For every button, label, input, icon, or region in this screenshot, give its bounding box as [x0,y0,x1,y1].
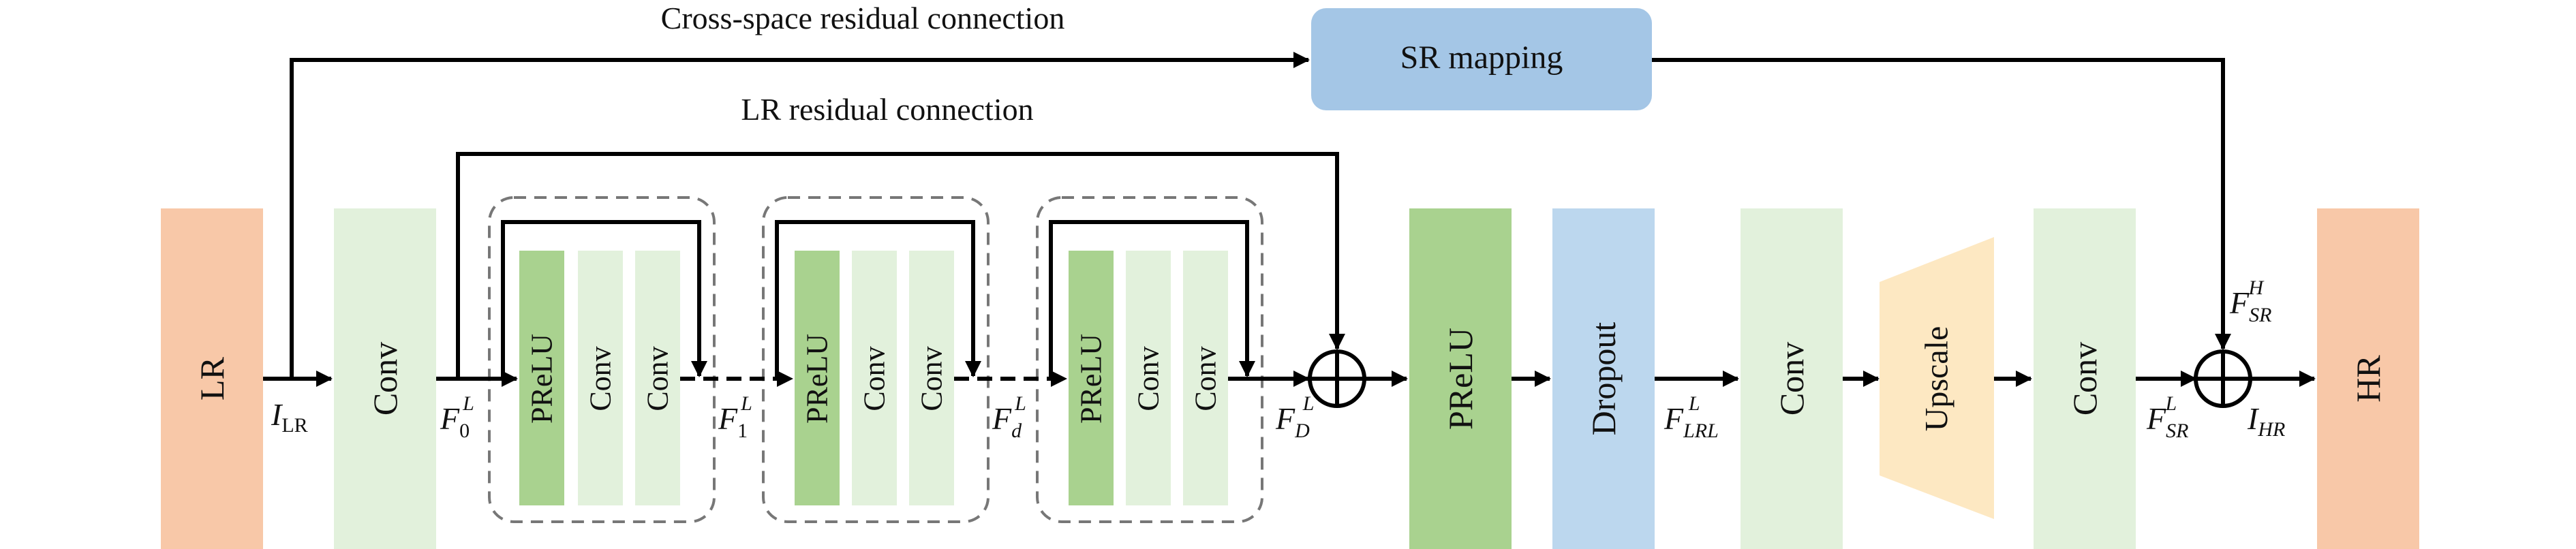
skip-loop-group-1 [501,220,707,379]
conv-label-pre-upscale: Conv [1773,342,1811,415]
lr-residual-connection [456,152,1345,379]
sum-node-lr [1308,349,1366,408]
symbol-f0: F0L [440,392,474,442]
symbol-f-sr-l: FSRL [2146,392,2188,442]
residual-group-1 [488,196,716,523]
cross-space-label: Cross-space residual connection [661,1,1065,35]
sr-mapping-block [1311,8,1652,110]
conv-block-pre-upscale [1741,208,1843,549]
conv-block-group-2a [852,251,897,505]
conv-label-group-1a: Conv [584,346,617,411]
prelu-block-group-3 [1069,251,1114,505]
symbol-i-hr: IHR [2247,401,2285,441]
prelu-label-group-1: PReLU [525,334,559,424]
lr-block [161,208,263,549]
sum-node-output [2194,349,2252,408]
conv-label-group-2b: Conv [915,346,949,411]
upscale-label: Upscale [1919,326,1955,432]
conv-block-input [334,208,436,549]
conv-block-group-1a [578,251,623,505]
residual-group-3 [1036,196,1263,523]
skip-loop-group-2 [775,220,981,379]
conv-label-group-3b: Conv [1189,346,1223,411]
prelu-label-main: PReLU [1441,328,1479,430]
hr-label: HR [2349,355,2387,403]
cross-space-residual-connection [290,52,1310,379]
symbol-f-sr-h: FSRH [2229,277,2271,326]
conv-block-group-3a [1126,251,1171,505]
conv-block-group-3b [1183,251,1228,505]
prelu-block-main [1409,208,1512,549]
hr-block [2317,208,2419,549]
symbol-f1: F1L [718,392,752,442]
lr-label: LR [193,356,231,401]
residual-group-2 [762,196,990,523]
conv-block-group-1b [635,251,680,505]
conv-label-input: Conv [366,342,404,415]
conv-block-group-2b [909,251,954,505]
symbol-fD: FDL [1275,392,1314,442]
conv-block-post-upscale [2034,208,2136,549]
dropout-block [1552,208,1655,549]
prelu-label-group-2: PReLU [801,334,834,424]
skip-loop-group-3 [1049,220,1255,379]
dropout-label: Dropout [1584,322,1623,436]
prelu-block-group-2 [795,251,840,505]
symbol-fd: FdL [992,392,1026,442]
lr-residual-label: LR residual connection [741,92,1033,127]
conv-label-group-2a: Conv [858,346,891,411]
prelu-block-group-1 [519,251,564,505]
conv-label-group-3a: Conv [1132,346,1165,411]
conv-label-post-upscale: Conv [2066,342,2104,415]
conv-label-group-1b: Conv [641,346,675,411]
symbol-f-lrl: FLRLL [1663,392,1719,442]
symbol-i-lr: ILR [271,397,308,437]
sr-mapping-label: SR mapping [1400,40,1563,76]
sr-mapping-output-connection [1652,58,2231,350]
prelu-label-group-3: PReLU [1075,334,1108,424]
upscale-block [1880,237,1994,519]
